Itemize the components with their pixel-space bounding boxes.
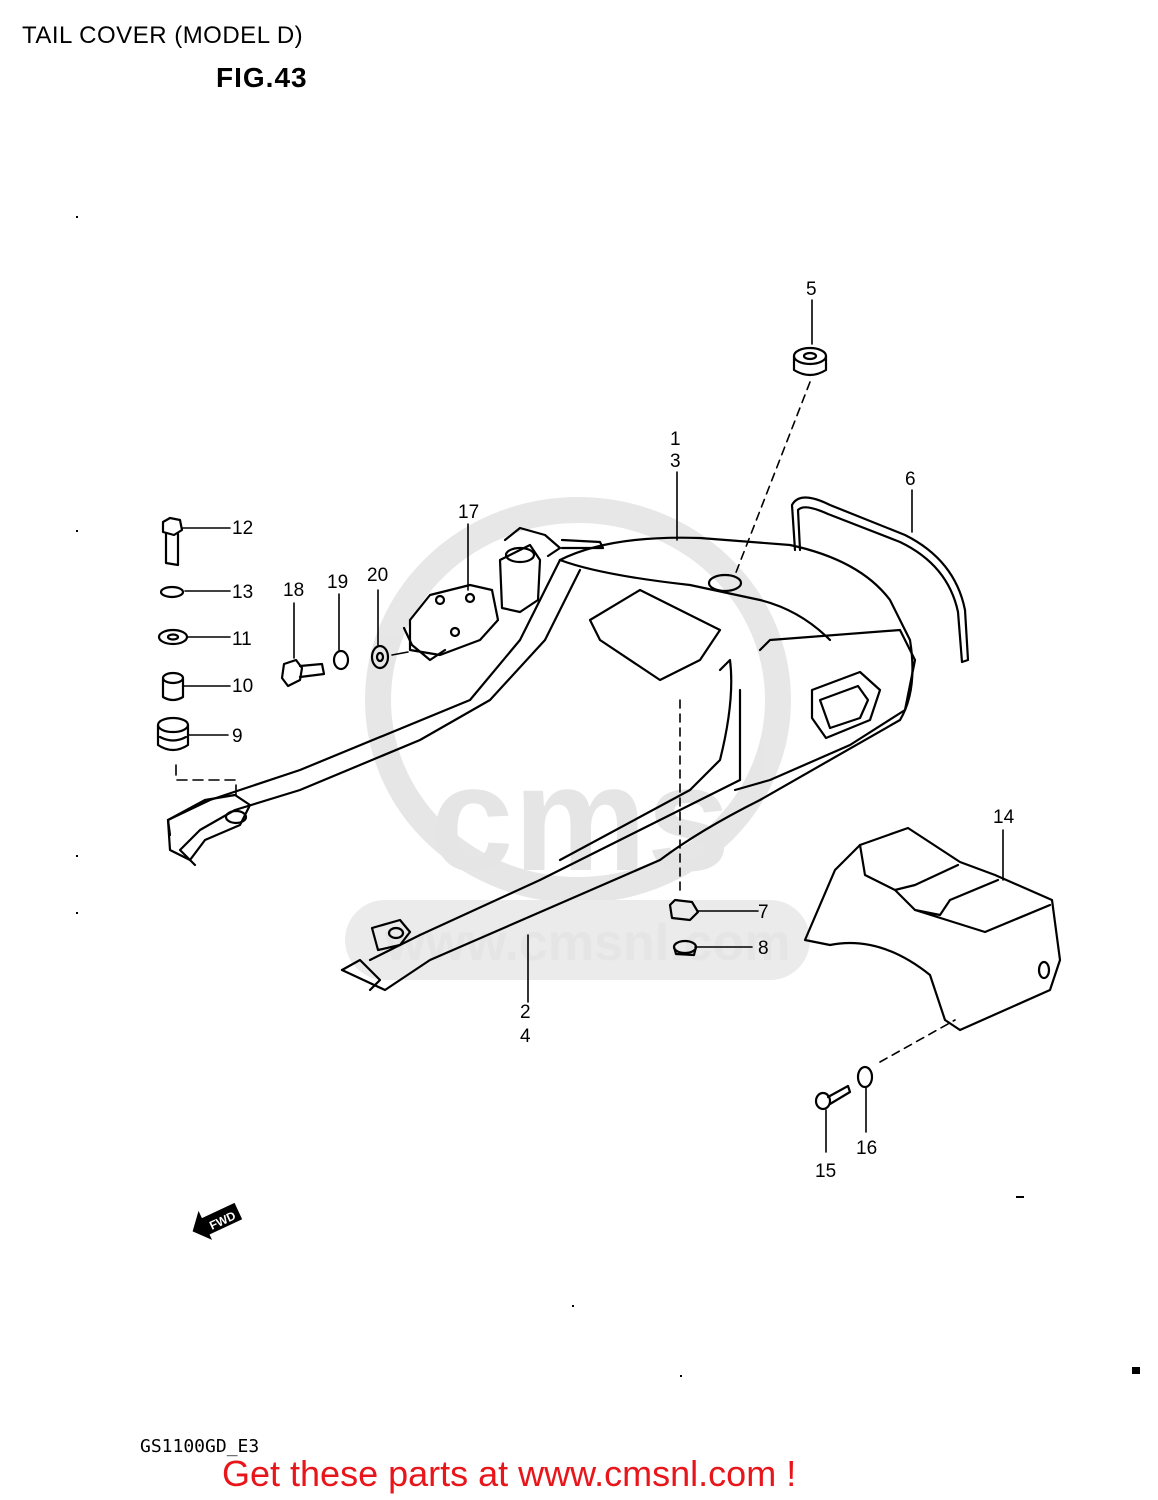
callout-10: 10 [232, 676, 253, 697]
callout-15: 15 [815, 1161, 836, 1182]
callout-18: 18 [283, 580, 304, 601]
footer-cta-link[interactable]: Get these parts at www.cmsnl.com ! [222, 1453, 797, 1494]
trim-strip-part-6 [790, 496, 970, 664]
page-title: TAIL COVER (MODEL D) [22, 22, 304, 49]
fwd-arrow-icon: FWD [192, 1202, 243, 1240]
callout-16: 16 [856, 1138, 877, 1159]
callout-8: 8 [758, 938, 769, 959]
cushion-part-7 [668, 898, 700, 922]
washer-part-20 [370, 644, 390, 670]
callout-11: 11 [232, 629, 252, 650]
fwd-label: FWD [207, 1208, 238, 1232]
bolt-part-18 [280, 658, 326, 688]
watermark-logo-text: cms [430, 734, 730, 902]
callout-2: 2 [520, 1002, 531, 1023]
spacer-part-10 [161, 671, 185, 702]
washer-part-16 [856, 1065, 874, 1089]
washer-part-11 [157, 628, 189, 646]
callout-6: 6 [905, 469, 916, 490]
cover-plate-part-14 [803, 826, 1062, 1032]
callout-20: 20 [367, 565, 388, 586]
grommet-part-5 [792, 346, 828, 377]
callout-17: 17 [458, 502, 479, 523]
tail-cover-shell [166, 536, 917, 992]
callout-3: 3 [670, 451, 681, 472]
leader-lines [175, 299, 1004, 1153]
callout-13: 13 [232, 582, 253, 603]
callout-19: 19 [327, 572, 348, 593]
model-code: GS1100GD_E3 [140, 1436, 260, 1457]
bolt-part-12 [161, 516, 184, 567]
callout-12: 12 [232, 518, 253, 539]
callout-9: 9 [232, 726, 243, 747]
figure-number: FIG.43 [216, 62, 308, 93]
lock-washer-part-19 [332, 649, 350, 671]
grommet-part-9 [156, 716, 190, 752]
seat-lock-part-17 [402, 526, 605, 662]
callout-4: 4 [520, 1026, 531, 1047]
scan-specks [76, 216, 1140, 1377]
callout-5: 5 [806, 279, 817, 300]
washer-part-13 [159, 585, 185, 599]
screw-part-15 [814, 1084, 852, 1111]
callout-14: 14 [993, 807, 1015, 828]
callout-1: 1 [670, 429, 681, 450]
watermark-url: www.cmsnl.com [384, 914, 791, 972]
callout-7: 7 [758, 902, 769, 923]
